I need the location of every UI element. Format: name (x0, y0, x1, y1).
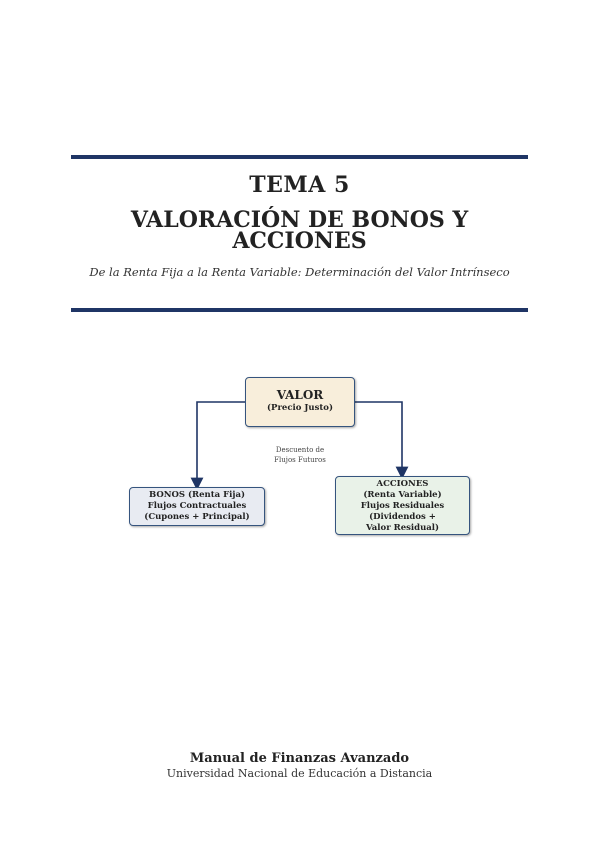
valor-sublabel: (Precio Justo) (267, 403, 333, 413)
chapter-title-line1: VALORACIÓN DE BONOS Y (130, 207, 469, 233)
acciones-node: ACCIONES (Renta Variable) Flujos Residua… (335, 476, 470, 535)
acciones-line: ACCIONES (376, 479, 429, 489)
chapter-title: VALORACIÓN DE BONOS Y ACCIONES (0, 207, 599, 254)
chapter-number: TEMA 5 (249, 172, 350, 198)
top-rule (71, 155, 528, 159)
acciones-line: Flujos Residuales (360, 501, 445, 511)
chapter-subtitle: De la Renta Fija a la Renta Variable: De… (89, 265, 510, 279)
book-title: Manual de Finanzas Avanzado (189, 751, 410, 766)
acciones-line: Valor Residual) (365, 523, 440, 533)
discount-note: Descuento de Flujos Futuros (260, 445, 340, 465)
bonos-line: BONOS (Renta Fija) (149, 490, 245, 500)
valor-node: VALOR (Precio Justo) (245, 377, 355, 427)
bonos-node: BONOS (Renta Fija) Flujos Contractuales … (129, 487, 265, 526)
acciones-line: (Renta Variable) (363, 490, 442, 500)
bonos-line: (Cupones + Principal) (144, 512, 250, 522)
bonos-line: Flujos Contractuales (147, 501, 247, 511)
institution-name: Universidad Nacional de Educación a Dist… (166, 767, 433, 780)
discount-note-line1: Descuento de (275, 446, 325, 454)
discount-note-line2: Flujos Futuros (274, 456, 326, 464)
bottom-rule (71, 308, 528, 312)
valor-label: VALOR (276, 388, 324, 402)
chapter-title-line2: ACCIONES (232, 228, 367, 254)
acciones-line: (Dividendos + (369, 512, 436, 522)
arrow-to-bonos (190, 401, 245, 491)
arrow-to-acciones (355, 401, 409, 480)
